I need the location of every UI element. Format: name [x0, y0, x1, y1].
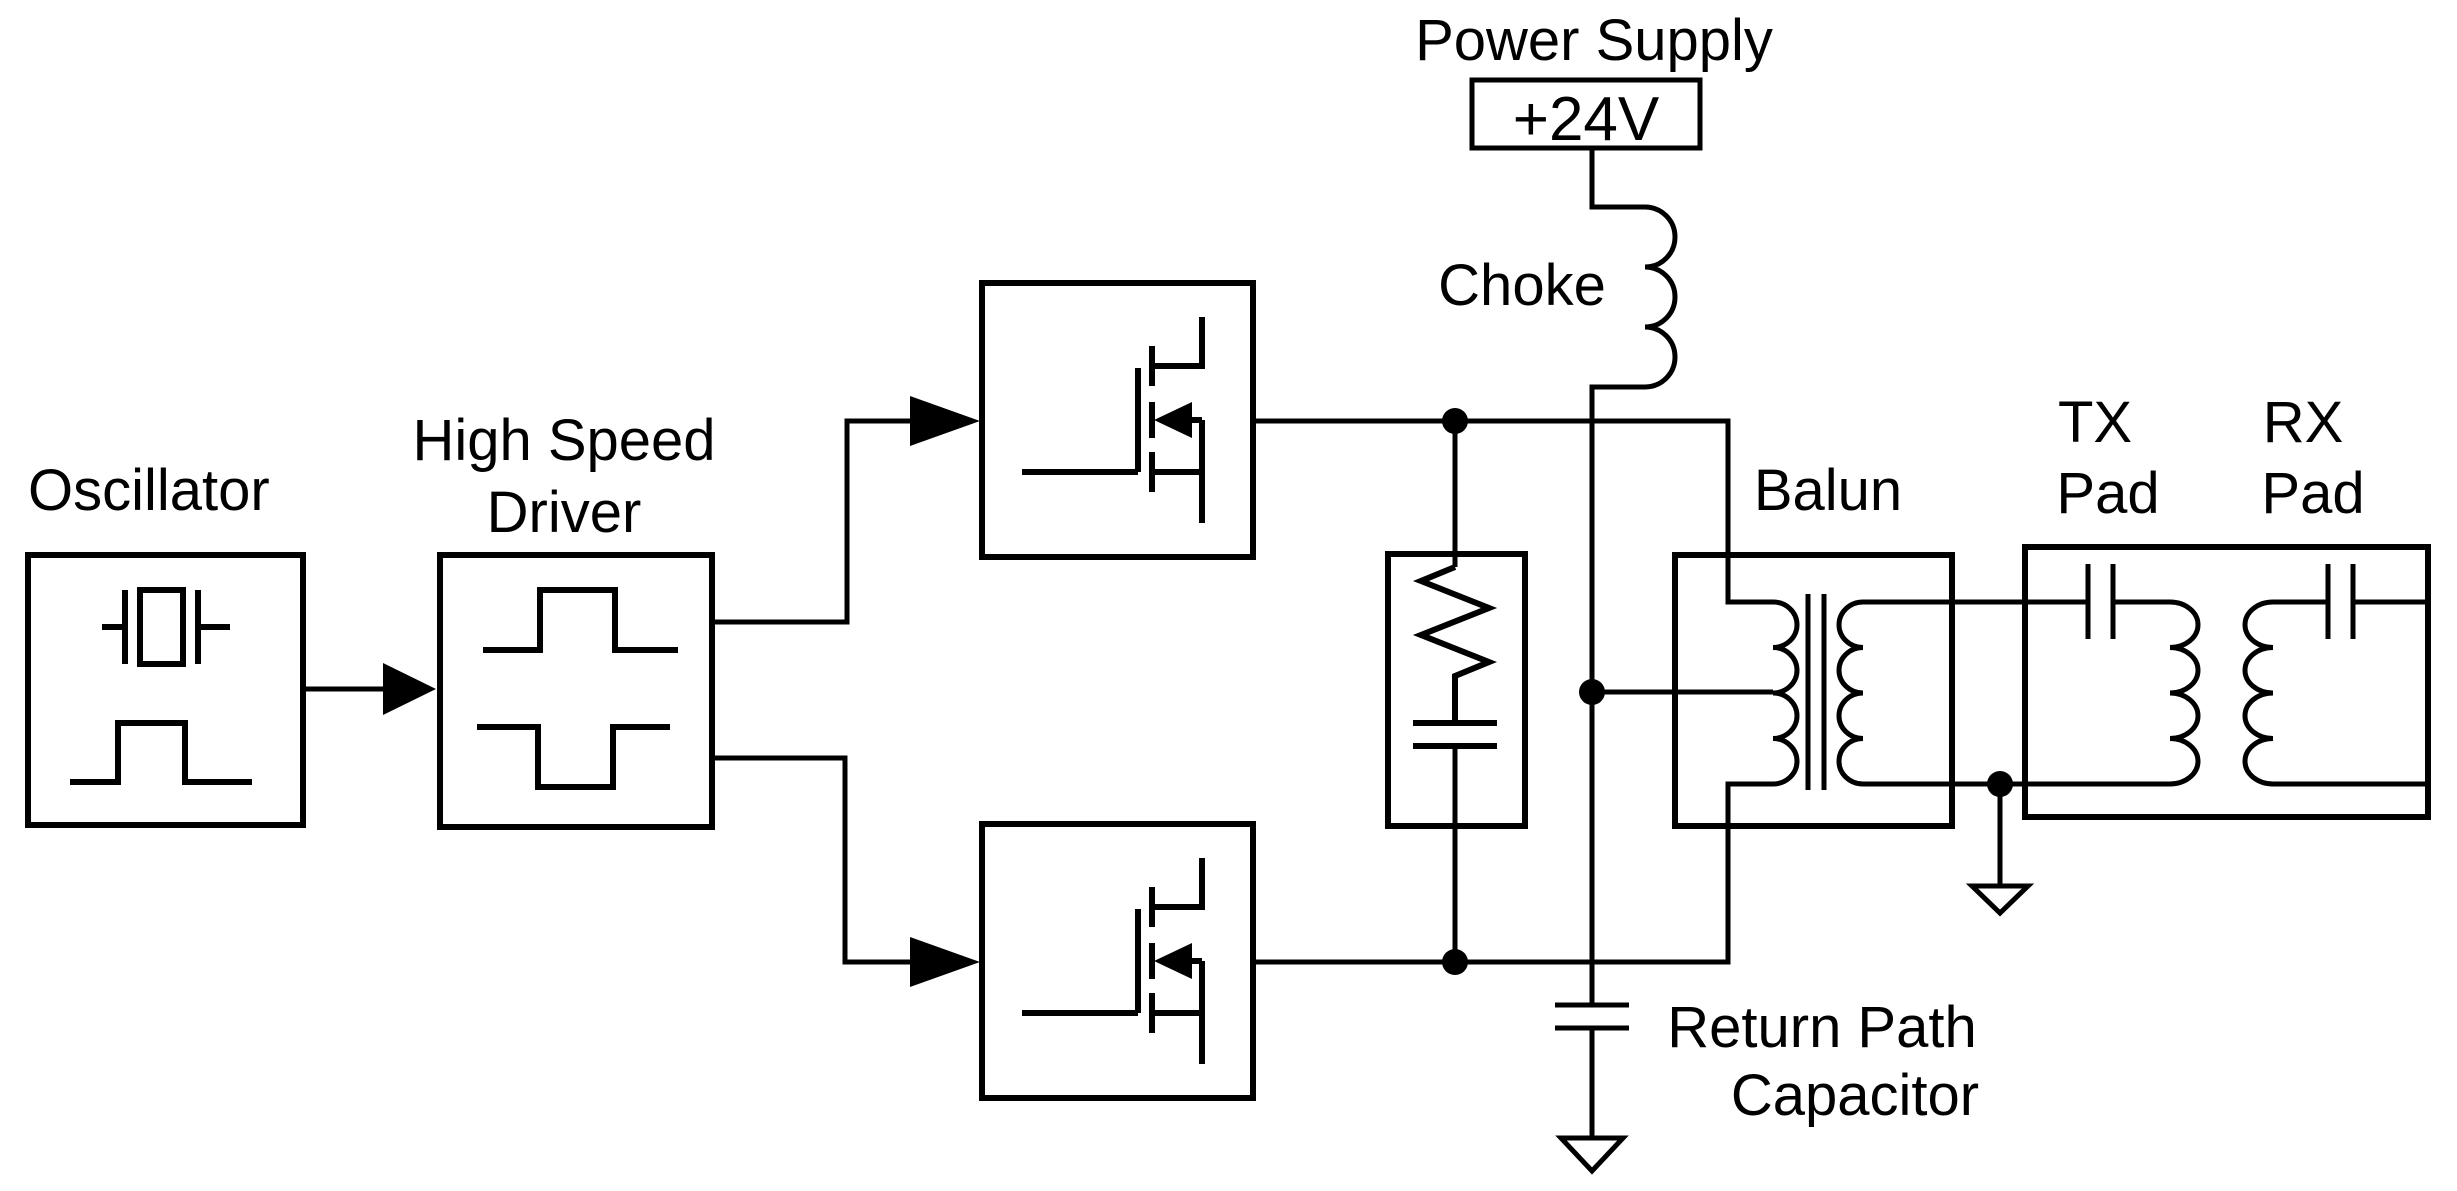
balun-primary-coil-icon — [1772, 599, 1800, 787]
mosfet-body-arrow-icon — [1154, 402, 1192, 438]
junction-dot-center-tap — [1579, 679, 1605, 705]
rc-snubber-block — [1385, 421, 1528, 962]
pads-box — [2022, 544, 2431, 820]
rx-series-capacitor-icon — [2325, 564, 2356, 639]
gate-wire-top — [712, 418, 916, 625]
rx-pad-circuit — [2242, 564, 2428, 787]
mosfet-bottom-symbol-icon — [1022, 858, 1205, 1064]
oscillator-box — [25, 552, 306, 828]
gate-arrow-bottom-icon — [910, 937, 980, 987]
return-ground-symbol-icon — [1555, 1135, 1629, 1175]
choke-label: Choke — [1438, 253, 1606, 318]
tx-pad-label-line2: Pad — [2056, 461, 2159, 526]
bottom-rail-wire — [1253, 781, 1773, 965]
mosfet-bottom-block — [979, 821, 1256, 1101]
mosfet-top-block — [979, 280, 1256, 560]
tx-ground — [1965, 784, 2035, 917]
tx-ground-symbol-icon — [1965, 883, 2035, 917]
driver-label-line2: Driver — [487, 480, 642, 545]
pads-block: TX Pad RX Pad — [2022, 390, 2431, 820]
resistor-zigzag-icon — [1412, 564, 1498, 723]
mosfet-top-symbol-icon — [1022, 317, 1205, 523]
driver-label-line1: High Speed — [412, 408, 715, 473]
gate-wire-bottom — [712, 755, 916, 965]
power-supply-label: Power Supply — [1415, 8, 1773, 73]
osc-to-driver-arrow-icon — [383, 663, 436, 715]
junction-dot-snubber-bottom — [1442, 949, 1468, 975]
mosfet-source-lead — [1152, 1010, 1205, 1064]
pulse-low-waveform-icon — [477, 724, 670, 790]
mosfet-source-lead — [1152, 469, 1205, 523]
tx-series-capacitor-icon — [2085, 564, 2116, 639]
return-path-label-line1: Return Path — [1667, 995, 1977, 1060]
choke-inductor-and-return-wire — [1589, 148, 1678, 1005]
oscillator-label: Oscillator — [28, 458, 270, 523]
mosfet-top-box — [979, 280, 1256, 560]
mosfet-drain-lead — [1152, 858, 1205, 910]
balun-core-lines-icon — [1805, 594, 1827, 790]
high-speed-driver-block: High Speed Driver — [412, 408, 716, 830]
tx-coil-icon — [2169, 599, 2201, 787]
balun-label: Balun — [1754, 458, 1902, 523]
top-rail-wire — [1253, 418, 1773, 605]
snubber-capacitor-icon — [1413, 720, 1497, 749]
tx-pad-label-line1: TX — [2058, 390, 2132, 455]
return-path-label-line2: Capacitor — [1731, 1063, 1979, 1128]
junction-dot-tx-ground — [1987, 771, 2013, 797]
power-supply-block: Power Supply +24V — [1415, 8, 1773, 154]
rx-coil-icon — [2242, 599, 2274, 787]
rx-pad-label-line2: Pad — [2261, 461, 2364, 526]
mosfet-body-arrow-icon — [1154, 943, 1192, 979]
power-supply-box — [1469, 77, 1703, 151]
mosfet-drain-lead — [1152, 317, 1205, 369]
balun-secondary-coil-icon — [1836, 599, 1864, 787]
junction-dot-snubber-top — [1442, 408, 1468, 434]
balun-block: Balun — [1672, 458, 1955, 829]
square-wave-icon — [70, 720, 252, 785]
power-supply-voltage: +24V — [1513, 85, 1660, 154]
rx-pad-label-line1: RX — [2263, 390, 2344, 455]
pulse-high-waveform-icon — [483, 587, 678, 653]
mosfet-bottom-box — [979, 821, 1256, 1101]
return-path-capacitor-icon — [1555, 1002, 1629, 1031]
return-path-capacitor-block: Return Path Capacitor — [1555, 995, 1979, 1175]
gate-arrow-top-icon — [910, 396, 980, 446]
crystal-body — [137, 587, 186, 667]
driver-box — [437, 552, 715, 830]
tx-pad-circuit — [2085, 564, 2201, 787]
oscillator-block: Oscillator — [25, 458, 306, 828]
crystal-icon — [102, 587, 230, 667]
